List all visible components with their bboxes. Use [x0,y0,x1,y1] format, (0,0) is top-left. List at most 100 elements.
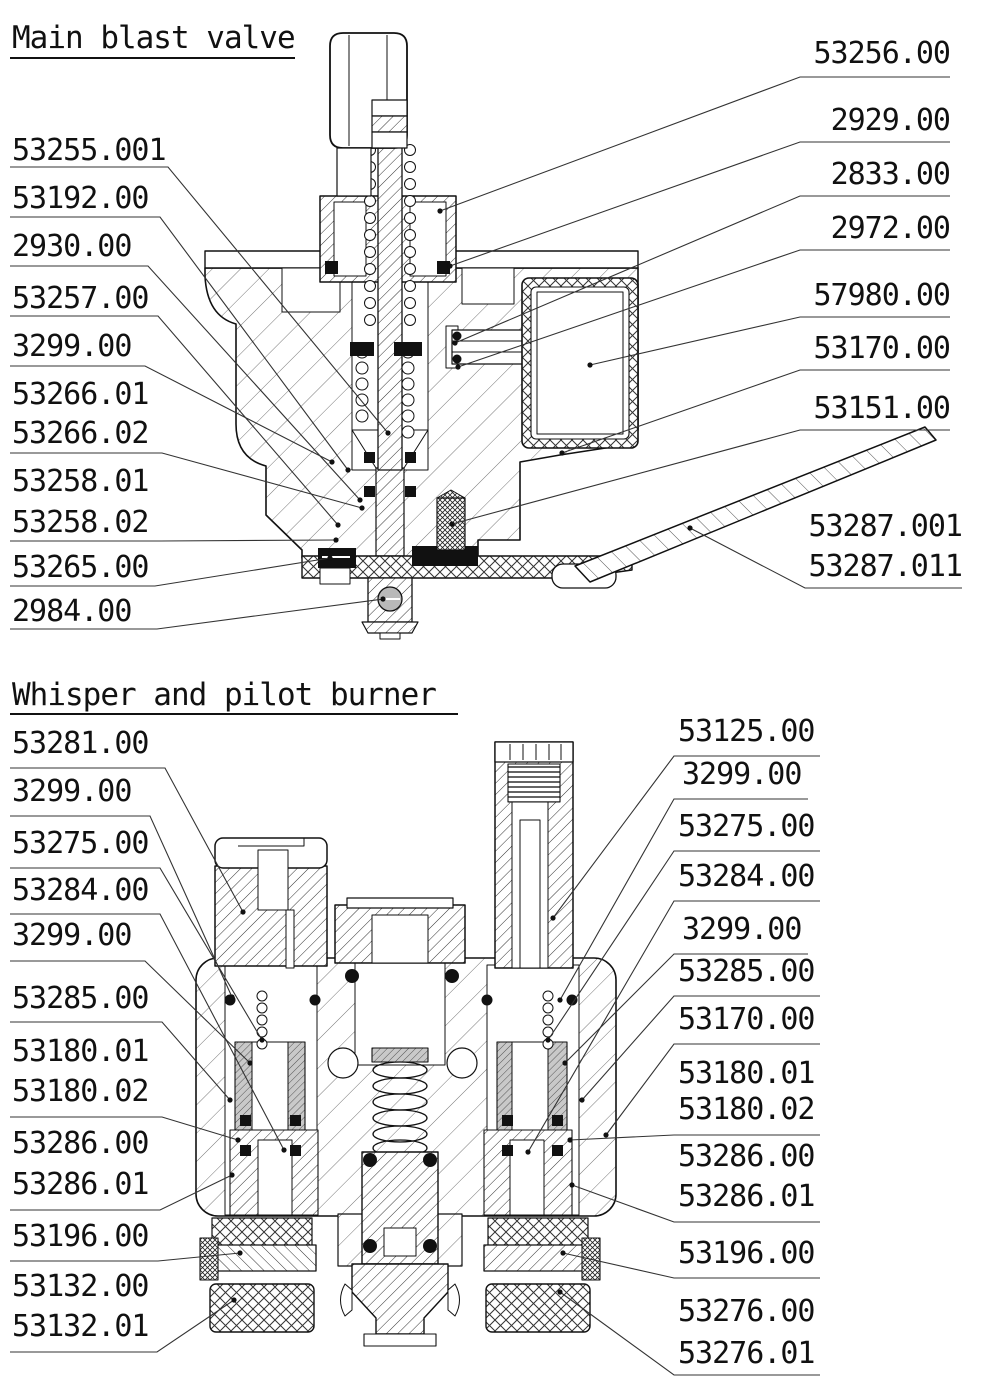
stem-seal [364,452,375,463]
flange-pocket-right [461,267,515,305]
center-block [334,897,466,964]
part-label: 53132.00 [12,1269,149,1304]
cross-tube [451,329,531,365]
tube-oring [452,331,462,341]
wpb-right-labels: 53125.00 3299.00 53275.00 53284.00 3299.… [678,714,816,1371]
pilot-jet-assembly [483,1217,601,1333]
mbv-right-labels: 53256.00 2929.00 2833.00 2972.00 57980.0… [808,36,963,584]
drill-hole [327,1047,359,1079]
part-label: 53180.02 [678,1092,815,1127]
part-label: 53265.00 [12,550,149,585]
whisper-knob [214,837,328,969]
part-label: 2984.00 [12,594,131,629]
oring [345,969,359,983]
oring [437,261,450,274]
part-label: 53281.00 [12,726,149,761]
knurl-plug [436,497,466,551]
stem-foot [361,621,419,634]
drill-hole [446,1047,478,1079]
part-label: 2930.00 [12,229,131,264]
part-label: 53180.01 [678,1056,815,1091]
part-label: 53287.011 [808,549,962,584]
outlet-nozzle [340,1263,460,1347]
part-label: 2929.00 [831,103,950,138]
part-label: 53255.001 [12,133,166,168]
gland-slot-left [333,201,367,277]
knob-collar-hatched [371,115,408,133]
part-label: 53285.00 [678,954,815,989]
part-label: 53180.01 [12,1034,149,1069]
part-label: 53286.00 [678,1139,815,1174]
part-label: 53287.001 [808,509,962,544]
bottom-seal-right [412,546,478,566]
whisper-valve-assembly [229,990,319,1216]
pilot-valve-stem [494,741,574,969]
part-label: 53286.00 [12,1126,149,1161]
part-label: 53286.01 [12,1167,149,1202]
part-label: 53192.00 [12,181,149,216]
oring [325,261,338,274]
part-label: 53257.00 [12,281,149,316]
part-label: 53256.00 [814,36,951,71]
part-label: 53170.00 [814,331,951,366]
knob-collar-lower [371,131,408,149]
part-label: 53132.01 [12,1309,149,1344]
part-label: 53196.00 [12,1219,149,1254]
part-label: 53266.01 [12,377,149,412]
part-label: 53125.00 [678,714,815,749]
main-blast-valve-drawing [204,32,937,640]
part-label: 53275.00 [12,826,149,861]
part-label: 53276.00 [678,1294,815,1329]
part-label: 53276.01 [678,1336,815,1371]
part-label: 53258.02 [12,505,149,540]
part-label: 57980.00 [814,278,951,313]
flat-seal [350,342,374,356]
whisper-pilot-burner-drawing [195,741,617,1347]
oring [309,994,321,1006]
part-label: 3299.00 [12,774,131,809]
wpb-left-labels: 53281.00 3299.00 53275.00 53284.00 3299.… [12,726,150,1344]
main-valve-plug [361,1151,439,1265]
stem-tip [379,632,401,640]
mbv-left-labels: 53255.001 53192.00 2930.00 53257.00 3299… [12,133,167,629]
oring [566,994,578,1006]
part-label: 2972.00 [831,211,950,246]
part-label: 3299.00 [682,912,801,947]
part-label: 53285.00 [12,981,149,1016]
part-label: 3299.00 [12,918,131,953]
part-label: 3299.00 [12,329,131,364]
stem-seal [364,486,375,497]
part-label: 2833.00 [831,157,950,192]
part-label: 53284.00 [12,873,149,908]
valve-stem [377,127,403,471]
cover-box-inner [530,286,630,440]
part-label: 53151.00 [814,391,951,426]
part-label: 53196.00 [678,1236,815,1271]
stem-seal [405,452,416,463]
lower-stem [375,467,405,557]
tube-oring [452,354,462,364]
main-spring [371,1047,429,1157]
part-label: 53286.01 [678,1179,815,1214]
part-label: 53266.02 [12,416,149,451]
whisper-jet-assembly [199,1217,317,1333]
foot-bracket [319,567,351,585]
part-label: 53284.00 [678,859,815,894]
oring [481,994,493,1006]
stem-guide [336,147,372,197]
mbv-leader-lines [10,76,962,630]
knob-collar [371,99,408,117]
part-label: 53180.02 [12,1074,149,1109]
oring [445,969,459,983]
flat-seal [394,342,422,356]
section-title-main-blast-valve: Main blast valve [12,20,295,56]
stem-seal [405,486,416,497]
part-label: 53170.00 [678,1002,815,1037]
part-label: 53258.01 [12,464,149,499]
blast-lever [574,426,937,583]
part-label: 3299.00 [682,757,801,792]
wpb-leader-lines [10,755,820,1376]
part-label: 53275.00 [678,809,815,844]
